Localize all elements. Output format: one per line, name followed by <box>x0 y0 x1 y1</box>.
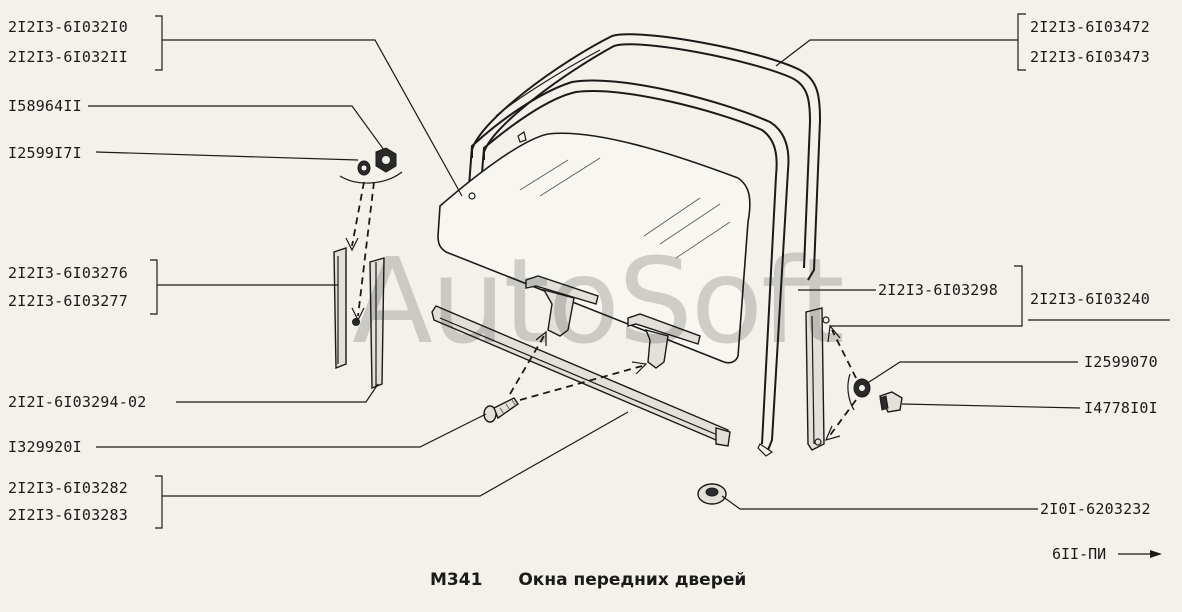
part-label-I58964II: I58964II <box>8 97 82 115</box>
part-label-2I2I3-6I03472: 2I2I3-6I03472 <box>1030 18 1150 36</box>
part-label-I329920I: I329920I <box>8 438 82 456</box>
washer-and-bolt <box>847 373 903 413</box>
part-label-2I2I3-6I03283: 2I2I3-6I03283 <box>8 506 128 524</box>
part-label-2I2I3-6I03473: 2I2I3-6I03473 <box>1030 48 1150 66</box>
part-label-2I2I3-6I03240: 2I2I3-6I03240 <box>1030 290 1150 308</box>
part-label-I4778I0I: I4778I0I <box>1084 399 1158 417</box>
window-frame-outer <box>471 33 822 281</box>
door-glass <box>437 132 751 364</box>
grommet <box>697 483 727 505</box>
part-label-2I2I3-6I03277: 2I2I3-6I03277 <box>8 292 128 310</box>
nut-and-washer <box>339 147 403 184</box>
part-label-2I2I3-6I03276: 2I2I3-6I03276 <box>8 264 128 282</box>
leader-lines <box>88 13 1170 558</box>
glass-brackets <box>525 275 701 369</box>
next-page-code: 6II-ПИ <box>1052 545 1107 563</box>
figure-code: M341 <box>430 570 483 590</box>
part-label-I2599I7I: I2599I7I <box>8 144 82 162</box>
rear-guide <box>805 307 830 451</box>
part-label-2I2I3-6I03298: 2I2I3-6I03298 <box>878 281 998 299</box>
run-channel <box>467 79 790 457</box>
part-label-2I2I3-6I032II: 2I2I3-6I032II <box>8 48 128 66</box>
next-page-reference: 6II-ПИ → <box>1052 545 1106 563</box>
screw <box>483 397 519 423</box>
part-label-2I0I-6203232: 2I0I-6203232 <box>1040 500 1151 518</box>
part-label-2I2I-6I03294-02: 2I2I-6I03294-02 <box>8 393 147 411</box>
figure-caption: M341 Окна передних дверей <box>430 570 746 590</box>
part-label-2I2I3-6I03282: 2I2I3-6I03282 <box>8 479 128 497</box>
figure-title: Окна передних дверей <box>518 570 747 590</box>
part-label-I2599070: I2599070 <box>1084 353 1158 371</box>
part-label-2I2I3-6I032I0: 2I2I3-6I032I0 <box>8 18 128 36</box>
lower-guide-rail <box>431 305 731 447</box>
